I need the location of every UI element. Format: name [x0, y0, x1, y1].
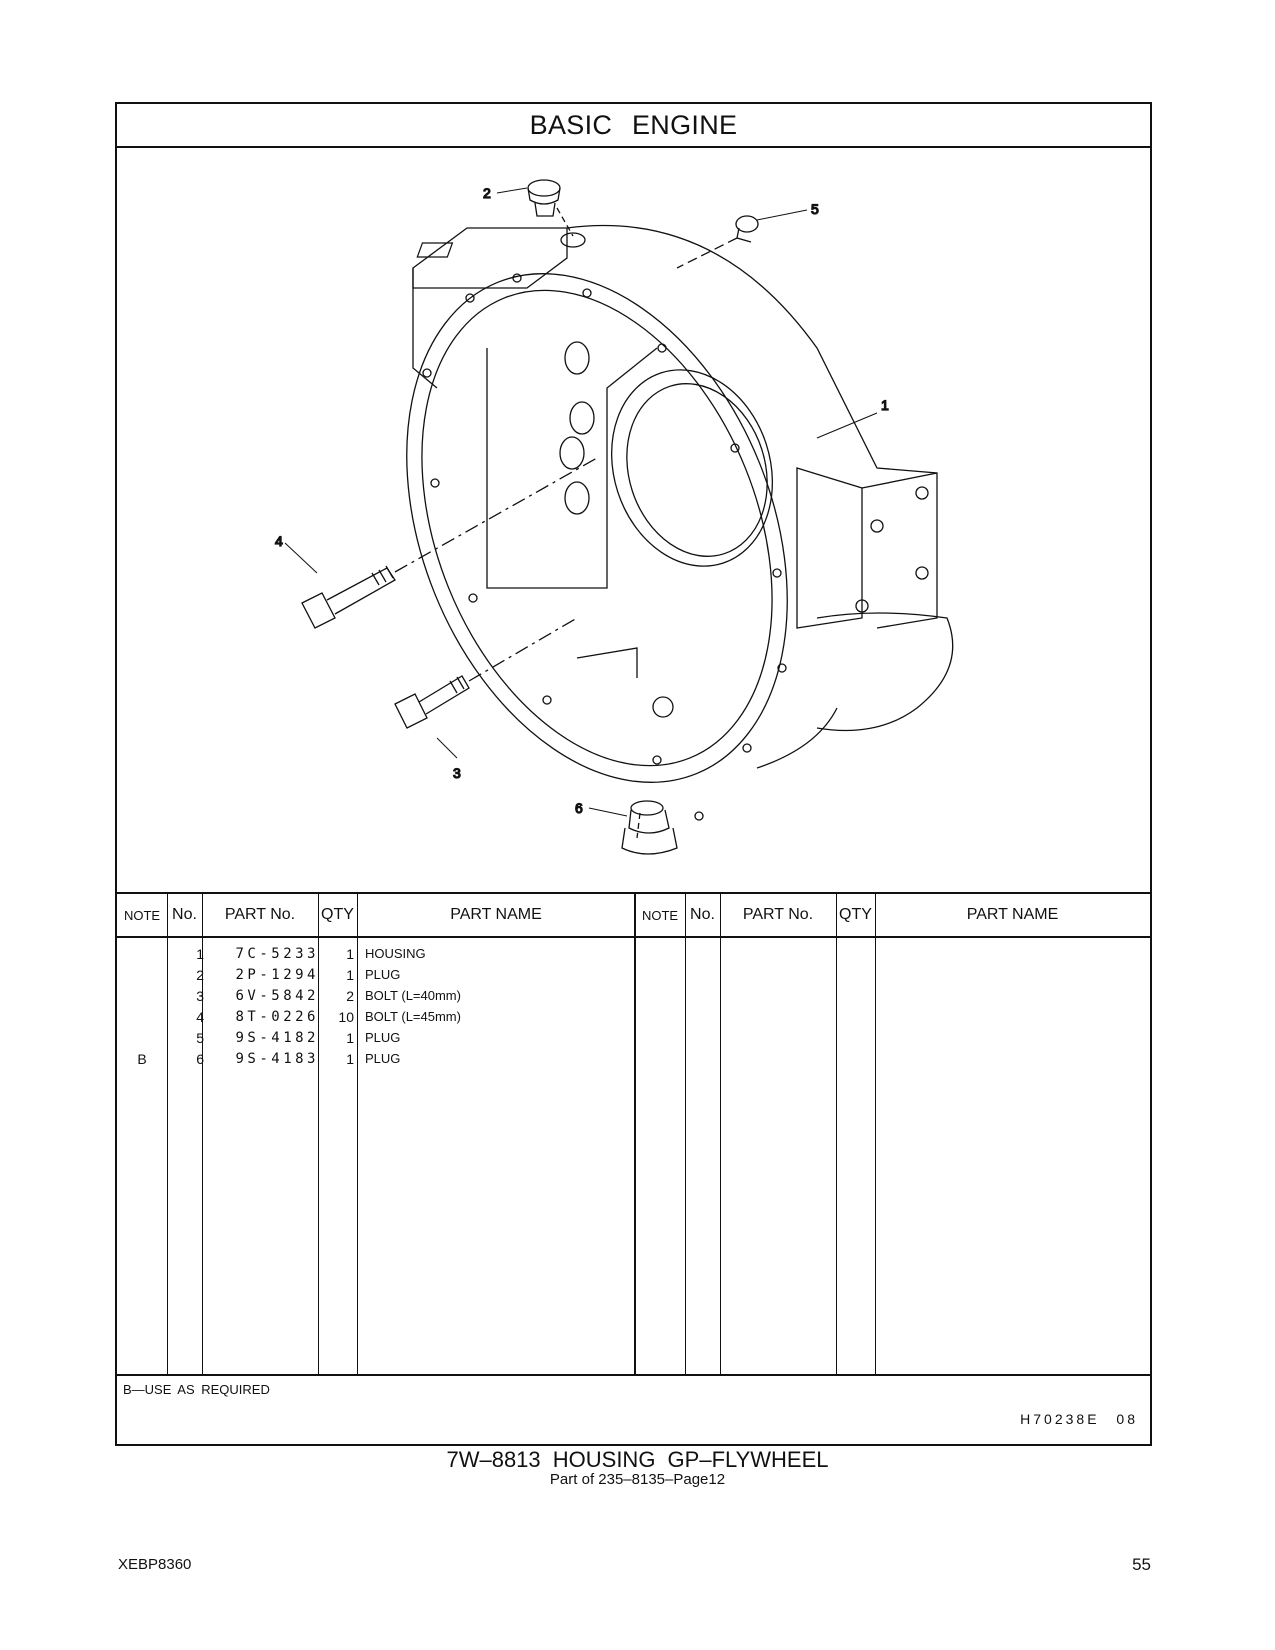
- page-number: 55: [1132, 1555, 1151, 1574]
- row-no: 2: [196, 967, 204, 983]
- row-qty: 1: [346, 946, 354, 962]
- header-qty: QTY: [318, 894, 357, 938]
- parts-page-frame: BASIC ENGINE: [115, 102, 1152, 1446]
- column-divider: [685, 894, 686, 1374]
- table-half-divider: [634, 894, 636, 1374]
- plug-part-6: [621, 800, 678, 855]
- table-row: B 6 9S-4183 1 PLUG: [117, 1049, 637, 1071]
- side-pad-holes: [855, 486, 929, 613]
- housing-flange-outer: [406, 273, 788, 783]
- table-row: 4 8T-0226 10 BOLT (L=45mm): [117, 1007, 637, 1029]
- web-hole: [569, 401, 595, 435]
- row-part-no: 7C-5233: [235, 946, 319, 962]
- row-qty: 1: [346, 1030, 354, 1046]
- callout-6: 6: [575, 800, 583, 816]
- row-no: 3: [196, 988, 204, 1004]
- table-row: 5 9S-4182 1 PLUG: [117, 1028, 637, 1050]
- row-part-no: 8T-0226: [235, 1009, 319, 1025]
- table-row: 3 6V-5842 2 BOLT (L=40mm): [117, 986, 637, 1008]
- row-part-no: 6V-5842: [235, 988, 319, 1004]
- web-hole: [564, 341, 590, 375]
- row-no: 1: [196, 946, 204, 962]
- housing-drain-hole: [652, 696, 674, 718]
- callout-4: 4: [275, 533, 283, 549]
- row-part-name: PLUG: [365, 1030, 401, 1045]
- row-qty: 10: [338, 1009, 354, 1025]
- header-no-right: No.: [685, 894, 720, 938]
- flywheel-housing-drawing: 2 5 1 4 3 6: [274, 179, 954, 855]
- flange-bolt-holes: [422, 273, 787, 821]
- housing-bore: [610, 369, 774, 567]
- plug-boss-hole: [560, 232, 586, 248]
- column-divider: [875, 894, 876, 1374]
- housing-bore-inner: [626, 383, 768, 557]
- table-row: 1 7C-5233 1 HOUSING: [117, 944, 637, 966]
- header-note: NOTE: [117, 894, 167, 938]
- header-part-name-right: PART NAME: [875, 894, 1150, 938]
- row-qty: 1: [346, 967, 354, 983]
- drawing-code: H70238E 08: [1020, 1411, 1138, 1427]
- header-note-right: NOTE: [635, 894, 685, 938]
- row-part-no: 9S-4182: [235, 1030, 319, 1046]
- row-part-name: PLUG: [365, 967, 401, 982]
- column-divider: [720, 894, 721, 1374]
- web-hole: [559, 436, 585, 470]
- column-divider: [836, 894, 837, 1374]
- row-part-no: 2P-1294: [235, 967, 319, 983]
- header-no: No.: [167, 894, 202, 938]
- row-qty: 2: [346, 988, 354, 1004]
- header-part-name: PART NAME: [357, 894, 635, 938]
- callout-3: 3: [453, 765, 461, 781]
- plug-part-5: [676, 215, 759, 269]
- note-legend: B—USE AS REQUIRED: [123, 1382, 270, 1397]
- column-divider: [318, 894, 319, 1374]
- row-no: 6: [196, 1051, 204, 1067]
- row-qty: 1: [346, 1051, 354, 1067]
- header-part-no-right: PART No.: [720, 894, 836, 938]
- housing-inner-rib: [576, 647, 638, 678]
- web-hole: [564, 481, 590, 515]
- row-part-no: 9S-4183: [235, 1051, 319, 1067]
- callout-5: 5: [811, 201, 819, 217]
- table-row: 2 2P-1294 1 PLUG: [117, 965, 637, 987]
- legend-divider: [117, 1374, 1150, 1376]
- housing-pad-edge: [861, 472, 938, 489]
- header-part-no: PART No.: [202, 894, 318, 938]
- plug-part-2: [527, 179, 574, 237]
- housing-lower-boss: [816, 612, 954, 732]
- housing-right-body: [566, 224, 938, 629]
- figure-caption: 7W–8813 HOUSING GP–FLYWHEEL: [446, 1447, 829, 1472]
- row-no: 4: [196, 1009, 204, 1025]
- bolt-part-3: [394, 617, 578, 729]
- housing-lower-edge: [756, 707, 838, 769]
- row-part-name: HOUSING: [365, 946, 426, 961]
- column-divider: [167, 894, 168, 1374]
- exploded-parts-figure: 2 5 1 4 3 6: [117, 148, 1150, 894]
- row-note: B: [137, 1051, 147, 1067]
- housing-top-boss: [412, 227, 568, 289]
- callout-2: 2: [483, 185, 491, 201]
- column-divider: [357, 894, 358, 1374]
- housing-top-slot: [416, 242, 454, 258]
- housing-flange-inner: [421, 289, 773, 767]
- parts-table: NOTE No. PART No. QTY PART NAME NOTE No.…: [117, 894, 1150, 1374]
- row-part-name: BOLT (L=45mm): [365, 1009, 461, 1024]
- section-title: BASIC ENGINE: [117, 104, 1150, 148]
- header-qty-right: QTY: [836, 894, 875, 938]
- callout-leaders: [284, 187, 878, 817]
- figure-subcaption: Part of 235–8135–Page12: [549, 1471, 726, 1488]
- housing-left-edge: [412, 268, 438, 389]
- housing-side-pad: [796, 467, 863, 629]
- housing-inner-web: [486, 347, 658, 589]
- row-part-name: PLUG: [365, 1051, 401, 1066]
- callout-1: 1: [881, 397, 889, 413]
- document-id: XEBP8360: [118, 1556, 192, 1573]
- bolt-part-4: [301, 457, 598, 629]
- row-no: 5: [196, 1030, 204, 1046]
- column-divider: [202, 894, 203, 1374]
- row-part-name: BOLT (L=40mm): [365, 988, 461, 1003]
